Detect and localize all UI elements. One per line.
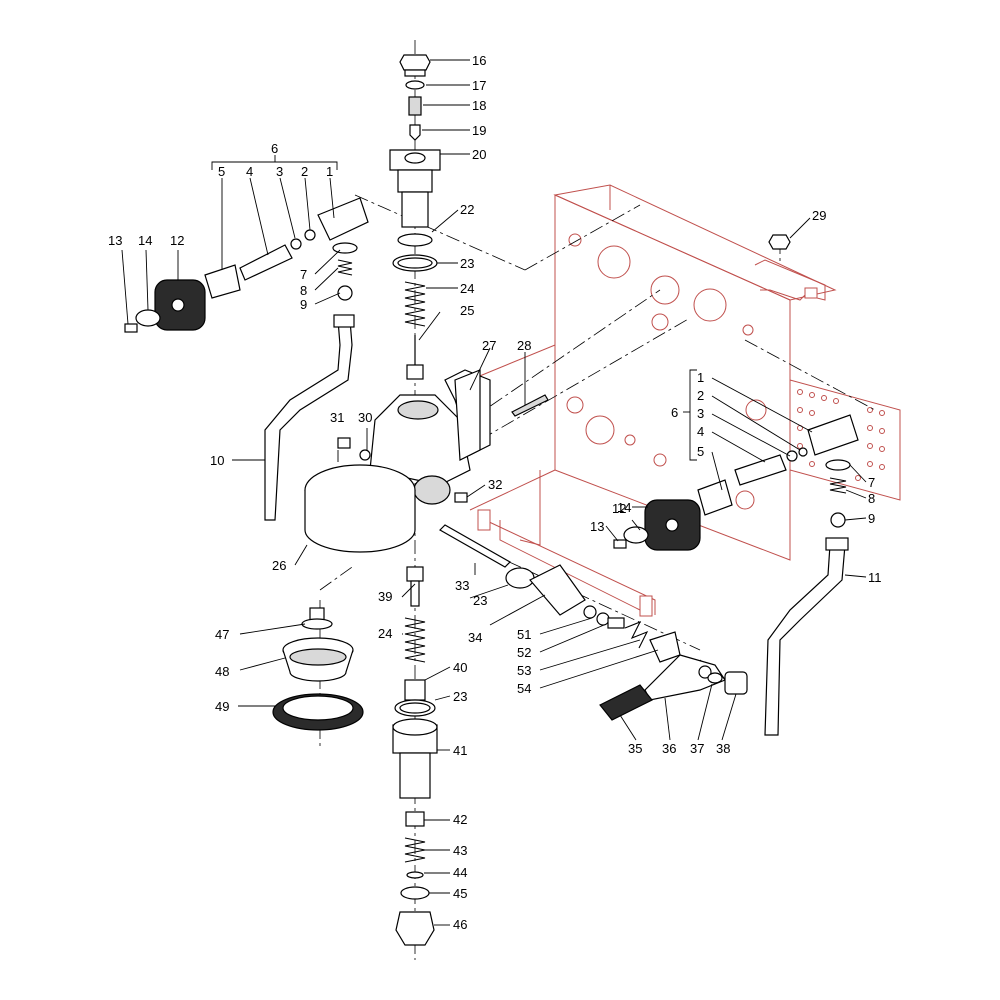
right-valve-assembly [613,234,859,736]
callout-31: 31 [330,410,344,425]
callout-27: 27 [482,338,496,353]
callout-6-right: 6 [671,405,678,420]
callout-35: 35 [628,741,642,756]
callout-2-right: 2 [697,388,704,403]
callout-22: 22 [460,202,474,217]
callout-5-right: 5 [697,444,704,459]
callout-labels: 16 17 18 19 20 22 23 24 25 27 28 29 31 3… [108,53,882,932]
callout-9-left: 9 [300,297,307,312]
callout-44: 44 [453,865,467,880]
callout-23-mid: 23 [473,593,487,608]
callout-14-right: 14 [617,500,631,515]
callout-6-left: 6 [271,141,278,156]
callout-8-right: 8 [868,491,875,506]
callout-47: 47 [215,627,229,642]
callout-52: 52 [517,645,531,660]
callout-8-left: 8 [300,283,307,298]
callout-40: 40 [453,660,467,675]
drip-tray-holes [797,389,885,481]
callout-4-left: 4 [246,164,253,179]
callout-34: 34 [468,630,482,645]
callout-45: 45 [453,886,467,901]
callout-25: 25 [460,303,474,318]
callout-9-right: 9 [868,511,875,526]
callout-13-left: 13 [108,233,122,248]
callout-23-lower: 23 [453,689,467,704]
callout-37: 37 [690,741,704,756]
callout-29: 29 [812,208,826,223]
callout-3-right: 3 [697,406,704,421]
callout-33: 33 [455,578,469,593]
callout-54: 54 [517,681,531,696]
callout-32: 32 [488,477,502,492]
callout-49: 49 [215,699,229,714]
callout-24-lower: 24 [378,626,392,641]
callout-20: 20 [472,147,486,162]
callout-7-right: 7 [868,475,875,490]
callout-36: 36 [662,741,676,756]
callout-28: 28 [517,338,531,353]
leader-lines [121,59,867,926]
machine-frame [469,184,901,617]
callout-42: 42 [453,812,467,827]
callout-12-left: 12 [170,233,184,248]
callout-39: 39 [378,589,392,604]
callout-18: 18 [472,98,486,113]
filter-basket-parts [272,607,364,731]
callout-53: 53 [517,663,531,678]
bracket-and-pin [454,369,549,461]
callout-30: 30 [358,410,372,425]
callout-1-left: 1 [326,164,333,179]
callout-4-right: 4 [697,424,704,439]
callout-51: 51 [517,627,531,642]
callout-3-left: 3 [276,164,283,179]
callout-13-right: 13 [590,519,604,534]
callout-14-left: 14 [138,233,152,248]
callout-5-left: 5 [218,164,225,179]
left-valve-assembly [124,197,369,521]
lever-parts [439,524,748,721]
callout-48: 48 [215,664,229,679]
callout-19: 19 [472,123,486,138]
callout-16: 16 [472,53,486,68]
callout-41: 41 [453,743,467,758]
callout-12-right: 12 [612,501,626,516]
callout-1-right: 1 [697,370,704,385]
callout-10: 10 [210,453,224,468]
callout-23-top: 23 [460,256,474,271]
callout-46: 46 [453,917,467,932]
callout-17: 17 [472,78,486,93]
callout-38: 38 [716,741,730,756]
callout-43: 43 [453,843,467,858]
callout-26: 26 [272,558,286,573]
callout-2-left: 2 [301,164,308,179]
callout-24-top: 24 [460,281,474,296]
callout-11: 11 [868,570,882,585]
callout-7-left: 7 [300,267,307,282]
